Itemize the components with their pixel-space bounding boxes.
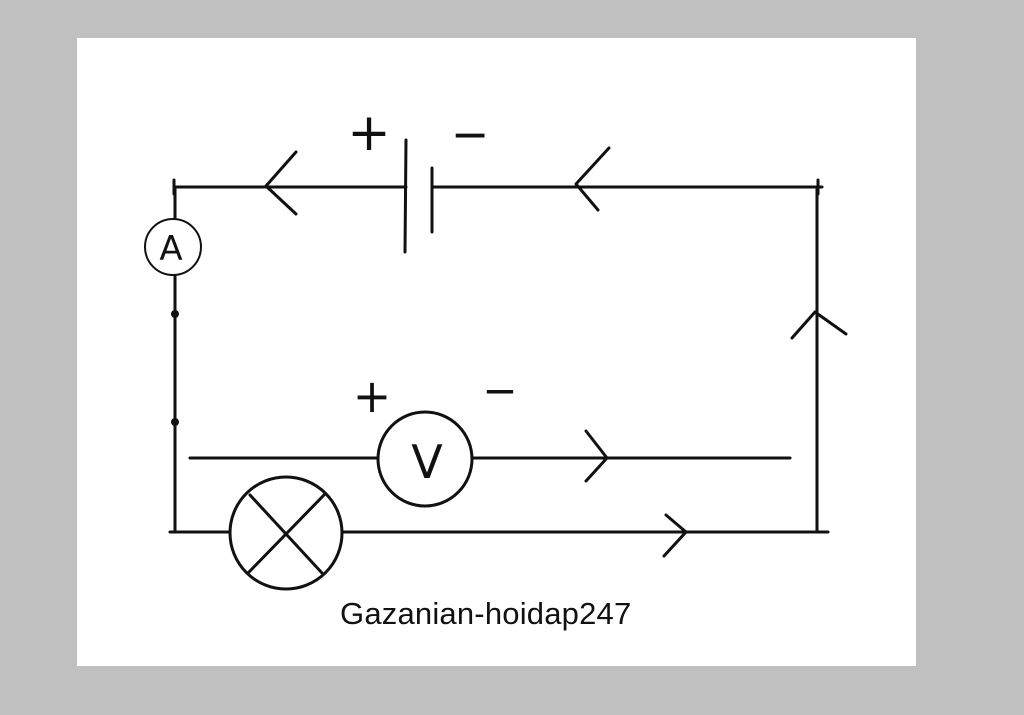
current-arrow-voltmeter [584, 429, 609, 483]
battery-symbol [403, 138, 434, 254]
current-arrow-right [790, 310, 848, 340]
junction-dot-upper [171, 310, 179, 318]
ammeter-label: A [159, 229, 182, 269]
battery-minus-sign: − [451, 107, 490, 161]
lamp-symbol [228, 475, 344, 591]
current-arrow-bottom [662, 513, 688, 558]
voltmeter-minus-sign: − [482, 366, 517, 415]
current-arrow-top-right [574, 146, 611, 212]
voltmeter-plus-sign: + [353, 369, 392, 423]
current-arrow-top-left [264, 150, 298, 216]
voltmeter-symbol [376, 410, 474, 508]
junction-dot-lower [171, 418, 179, 426]
battery-positive-plate [403, 138, 408, 254]
voltmeter-label: V [411, 435, 443, 489]
caption-watermark: Gazanian-hoidap247 [340, 596, 632, 631]
figure-card [77, 38, 916, 666]
battery-plus-sign: + [347, 103, 391, 163]
ammeter-symbol [144, 218, 202, 276]
